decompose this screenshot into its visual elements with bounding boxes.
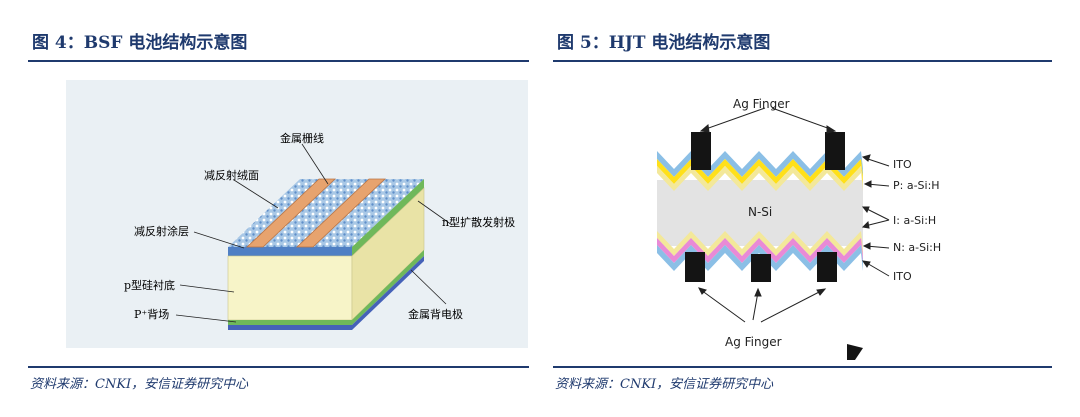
figure-title-hjt: 图 5：HJT 电池结构示意图	[557, 33, 771, 53]
label-metal-grid: 金属栅线	[280, 131, 324, 145]
label-back-electrode: 金属背电极	[408, 307, 463, 321]
title-rule	[28, 60, 529, 62]
hjt-bottom-finger	[751, 254, 771, 282]
bsf-side-emitter	[352, 179, 424, 256]
figure-panel-hjt: 图 5：HJT 电池结构示意图 N-Si	[553, 0, 1052, 417]
hjt-p-layer	[657, 159, 863, 184]
hjt-ito-bottom-layer	[657, 245, 863, 271]
hjt-layer-stack	[657, 151, 863, 271]
bsf-front-emitter	[228, 247, 352, 256]
bsf-back-electrode-side	[352, 256, 424, 330]
hjt-diagram: N-Si	[637, 68, 983, 360]
label-p-substrate: p型硅衬底	[124, 278, 175, 292]
bsf-front-body	[227, 255, 353, 321]
bsf-grid-finger	[295, 178, 387, 248]
label-texture: 减反射绒面	[204, 168, 259, 182]
hjt-top-finger	[825, 132, 845, 170]
bsf-leader-lines	[175, 143, 453, 323]
hjt-diagram-svg: N-Si	[657, 97, 941, 360]
label-ito-bottom: ITO	[893, 270, 912, 283]
hjt-n-layer	[657, 238, 863, 263]
bsf-diagram-svg: 金属栅线 减反射绒面 n型扩散发射极 减反射涂层 p型硅衬底 P⁺背场 金属背电…	[124, 131, 515, 330]
label-p-layer: P: a-Si:H	[893, 179, 940, 192]
hjt-i-layer-top	[657, 166, 863, 191]
label-i-layer: I: a-Si:H	[893, 214, 936, 227]
hjt-ito-top-layer	[657, 151, 863, 177]
label-ar-coating: 减反射涂层	[134, 224, 189, 238]
label-core-nsi: N-Si	[748, 205, 772, 219]
label-ag-finger-top: Ag Finger	[733, 97, 790, 111]
bsf-diagram: 金属栅线 减反射绒面 n型扩散发射极 减反射涂层 p型硅衬底 P⁺背场 金属背电…	[66, 80, 528, 348]
hjt-bottom-finger	[817, 252, 837, 282]
figure-panel-bsf: 图 4：BSF 电池结构示意图	[28, 0, 529, 417]
label-n-layer: N: a-Si:H	[893, 241, 941, 254]
label-n-emitter: n型扩散发射极	[442, 215, 515, 229]
bsf-back-field	[228, 320, 352, 325]
label-back-field: P⁺背场	[134, 307, 169, 321]
figure-title-bsf: 图 4：BSF 电池结构示意图	[32, 33, 248, 53]
bsf-back-field-side	[352, 250, 424, 325]
source-rule	[28, 366, 529, 368]
source-rule	[553, 366, 1052, 368]
corner-mark	[847, 344, 863, 360]
title-rule	[553, 60, 1052, 62]
figure-source-bsf: 资料来源：CNKI，安信证券研究中心	[30, 377, 249, 392]
label-ito-top: ITO	[893, 158, 912, 171]
bsf-back-electrode	[228, 325, 352, 330]
hjt-bottom-finger	[685, 252, 705, 282]
bsf-grid-finger	[245, 178, 337, 248]
hjt-i-layer-bottom	[657, 231, 863, 256]
hjt-top-finger	[691, 132, 711, 170]
hjt-arrows	[698, 107, 890, 323]
label-ag-finger-bottom: Ag Finger	[725, 335, 782, 349]
figure-source-hjt: 资料来源：CNKI，安信证券研究中心	[555, 377, 774, 392]
